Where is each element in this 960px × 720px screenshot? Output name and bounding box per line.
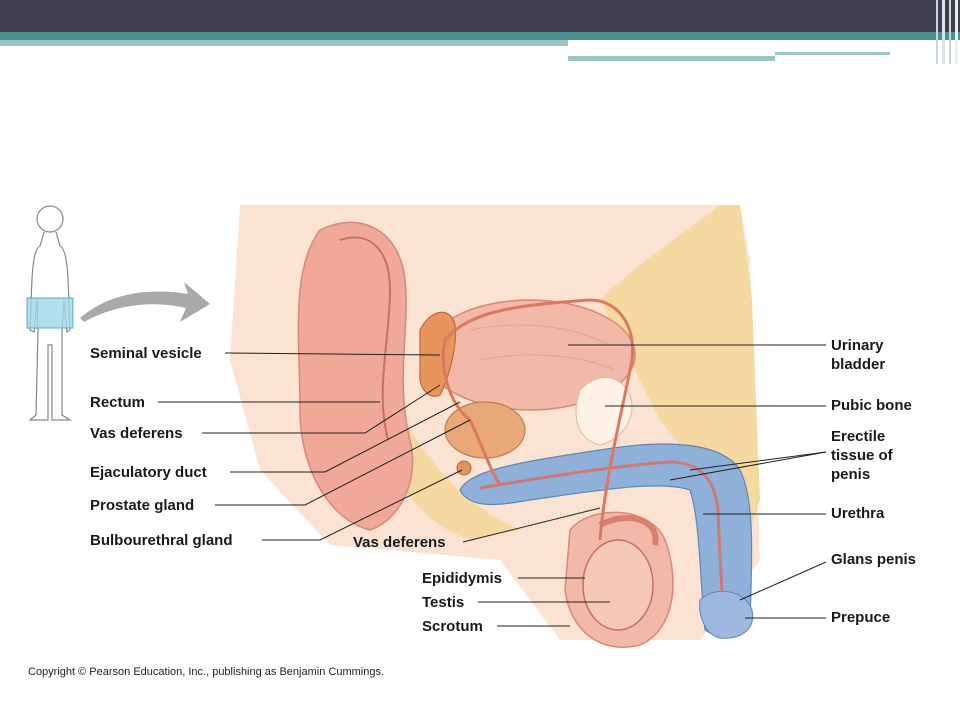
label-scrotum: Scrotum (422, 618, 483, 635)
header-accent-stripe (0, 32, 960, 40)
label-bulbourethral-gland: Bulbourethral gland (90, 532, 233, 549)
glans-penis (699, 590, 754, 639)
header-bar (0, 0, 960, 32)
label-pubic-bone: Pubic bone (831, 397, 912, 414)
region-highlight (26, 297, 74, 329)
label-prepuce: Prepuce (831, 609, 890, 626)
label-ejaculatory-duct: Ejaculatory duct (90, 464, 207, 481)
label-vas-deferens: Vas deferens (90, 425, 183, 442)
header-light-stripe (568, 56, 775, 61)
header-decoration (936, 0, 958, 64)
label-erectile-tissue: tissue of (831, 447, 894, 464)
label-prostate-gland: Prostate gland (90, 497, 194, 514)
header-light-stripe (0, 40, 568, 46)
label-rectum: Rectum (90, 394, 145, 411)
label-vas-deferens-center: Vas deferens (353, 534, 446, 551)
label-glans-penis: Glans penis (831, 551, 916, 568)
rectum (297, 221, 414, 531)
label-urinary-bladder: bladder (831, 356, 885, 373)
prostate-gland (444, 401, 526, 459)
label-testis: Testis (422, 594, 464, 611)
label-epididymis: Epididymis (422, 570, 502, 587)
arrow-icon (80, 282, 210, 322)
label-erectile-tissue: Erectile (831, 428, 885, 445)
label-seminal-vesicle: Seminal vesicle (90, 345, 202, 362)
header-light-stripe (775, 52, 890, 55)
epididymis (598, 514, 659, 546)
label-urinary-bladder: Urinary (831, 337, 884, 354)
urethra (479, 460, 727, 629)
bulbourethral-gland (456, 460, 472, 476)
label-urethra: Urethra (831, 505, 885, 522)
body-silhouette-icon (28, 205, 73, 421)
label-erectile-tissue: penis (831, 466, 870, 483)
testis (582, 539, 654, 631)
copyright-notice: Copyright © Pearson Education, Inc., pub… (28, 666, 384, 678)
